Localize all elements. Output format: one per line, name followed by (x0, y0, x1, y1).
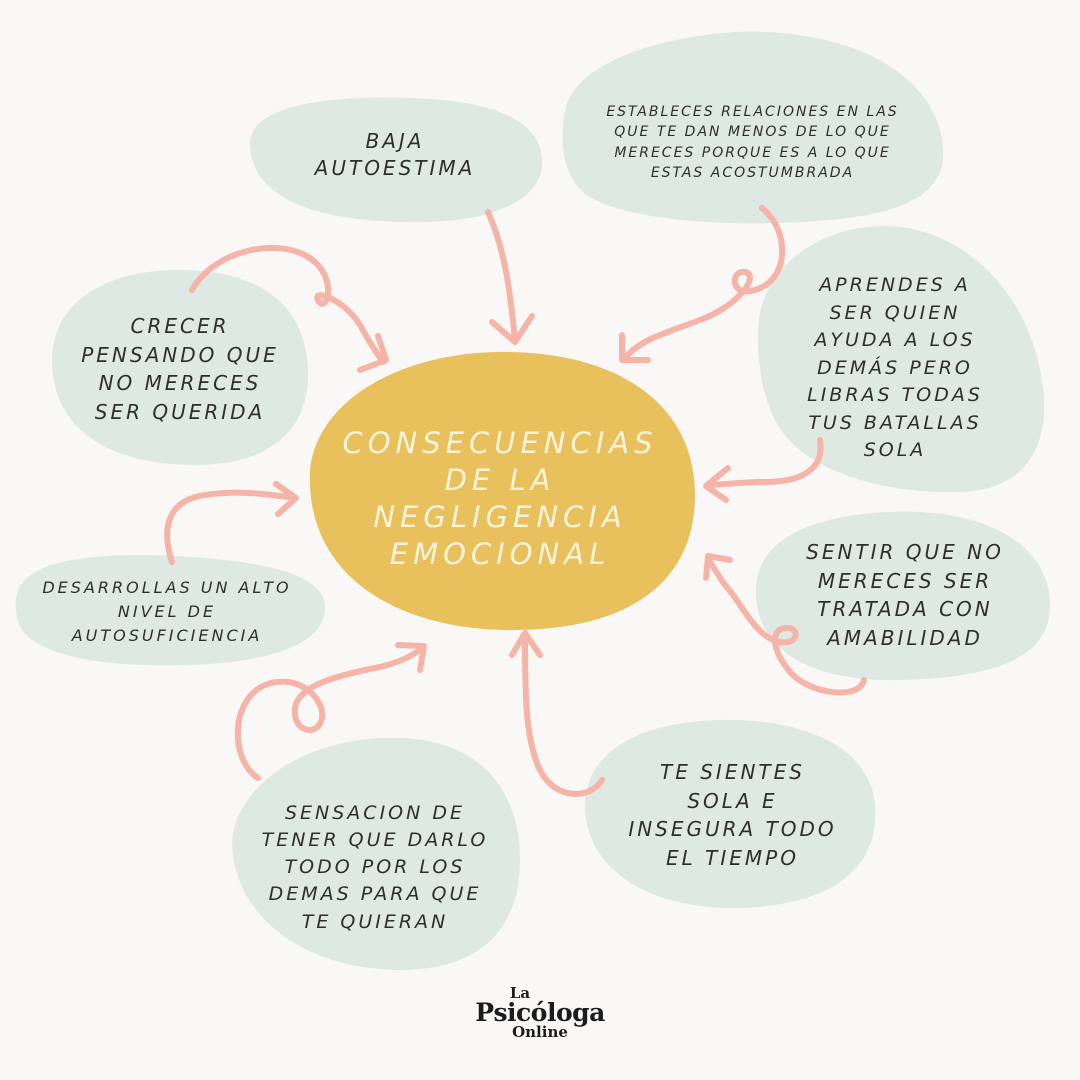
bubble-baja-autoestima (249, 97, 543, 223)
node-amabilidad: SENTIR QUE NO MERECES SER TRATADA CON AM… (806, 540, 1004, 650)
bubble-crecer (52, 269, 309, 465)
node-autosuficiencia: DESARROLLAS UN ALTO NIVEL DE AUTOSUFICIE… (42, 578, 292, 645)
center-blob (309, 351, 695, 631)
bubble-aprendes (757, 225, 1045, 493)
arrow-crecer (189, 244, 389, 373)
arrow-relaciones (619, 205, 786, 363)
brand-logo: La Psicóloga Online (470, 985, 610, 1041)
bubble-autosuficiencia (15, 555, 326, 666)
arrow-baja-autoestima (485, 209, 535, 345)
logo-line-psicologa: Psicóloga (475, 998, 605, 1027)
bubble-darlo-todo (232, 737, 520, 970)
node-relaciones: ESTABLECES RELACIONES EN LAS QUE TE DAN … (606, 104, 899, 181)
bubble-amabilidad (755, 511, 1051, 681)
arrow-amabilidad (703, 553, 867, 696)
bubble-sola-insegura (584, 719, 876, 909)
bubble-relaciones (562, 31, 944, 224)
node-aprendes: APRENDES A SER QUIEN AYUDA A LOS DEMÁS P… (807, 274, 983, 462)
arrow-autosuficiencia (164, 481, 299, 565)
logo-line-online: Online (512, 1023, 568, 1041)
node-crecer: CRECER PENSANDO QUE NO MERECES SER QUERI… (81, 314, 279, 424)
arrow-aprendes (703, 437, 824, 503)
logo-line-la: La (509, 984, 531, 1002)
node-baja-autoestima: BAJA AUTOESTIMA (314, 129, 476, 180)
arrow-darlo-todo (234, 642, 427, 781)
arrow-sola-insegura (509, 630, 605, 797)
center-title: CONSECUENCIAS DE LA NEGLIGENCIA EMOCIONA… (342, 426, 658, 572)
node-sola-insegura: TE SIENTES SOLA E INSEGURA TODO EL TIEMP… (628, 760, 837, 870)
node-darlo-todo: SENSACION DE TENER QUE DARLO TODO POR LO… (261, 802, 489, 933)
